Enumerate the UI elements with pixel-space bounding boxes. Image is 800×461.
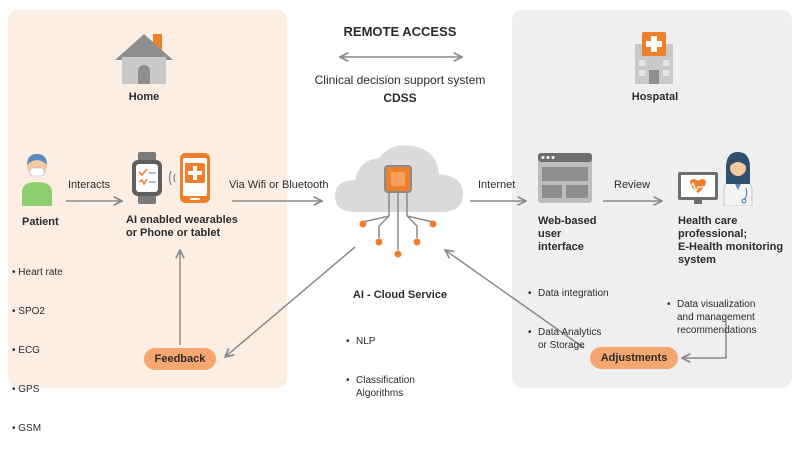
system-abbr: CDSS bbox=[383, 91, 417, 105]
phone-icon bbox=[168, 153, 210, 203]
review-label: Review bbox=[614, 179, 651, 191]
hospital-label: Hospatal bbox=[631, 91, 679, 103]
professional-label: Health care professional; E-Health monit… bbox=[678, 215, 784, 266]
connectors bbox=[66, 0, 727, 400]
web-ui-item: •Data integration bbox=[528, 288, 609, 299]
web-ui-label: Web-based user interface bbox=[538, 215, 597, 253]
patient-label: Patient bbox=[22, 216, 59, 228]
patient-metrics-list: • Heart rate • SPO2 • ECG • GPS • GSM bbox=[12, 240, 102, 461]
internet-label: Internet bbox=[478, 179, 516, 191]
home-label: Home bbox=[128, 91, 160, 103]
patient-metric-item: • GSM bbox=[12, 423, 42, 434]
system-name: Clinical decision support system bbox=[314, 73, 486, 87]
patient-metric-item: • Heart rate bbox=[12, 267, 63, 278]
web-ui-item: •Data Analytics or Storage bbox=[528, 327, 602, 351]
patient-icon bbox=[22, 154, 52, 206]
web-interface-icon bbox=[538, 153, 592, 203]
device-label: AI enabled wearables or Phone or tablet bbox=[126, 214, 238, 239]
smartwatch-icon bbox=[132, 152, 162, 204]
interacts-label: Interacts bbox=[68, 179, 111, 191]
cloud-item: •NLP bbox=[346, 336, 376, 347]
patient-metric-item: • ECG bbox=[12, 345, 40, 356]
doctor-monitor-icon bbox=[678, 152, 753, 206]
patient-metric-item: • GPS bbox=[12, 384, 40, 395]
adjustments-pill: Adjustments bbox=[590, 347, 678, 369]
cloud-items-list: •NLP •Classification Algorithms bbox=[346, 309, 456, 426]
home-icon bbox=[115, 34, 173, 84]
patient-metric-item: • SPO2 bbox=[12, 306, 45, 317]
cloud-to-feedback-arrow bbox=[225, 246, 356, 357]
via-wifi-label: Via Wifi or Bluetooth bbox=[229, 179, 329, 191]
hospital-icon bbox=[635, 32, 673, 84]
cloud-service-label: AI - Cloud Service bbox=[352, 289, 448, 301]
remote-access-title: REMOTE ACCESS bbox=[343, 24, 457, 39]
cloud-icon bbox=[335, 145, 463, 258]
feedback-pill: Feedback bbox=[144, 348, 216, 370]
cloud-item: •Classification Algorithms bbox=[346, 375, 415, 399]
adjustments-to-cloud-arrow bbox=[445, 250, 585, 349]
professional-items-list: •Data visualization and management recom… bbox=[667, 272, 777, 363]
web-ui-items-list: •Data integration •Data Analytics or Sto… bbox=[528, 261, 628, 378]
cdss-diagram: REMOTE ACCESS Clinical decision support … bbox=[8, 0, 792, 434]
professional-to-adjustments-arrow bbox=[682, 322, 727, 358]
professional-item: •Data visualization and management recom… bbox=[667, 299, 757, 336]
